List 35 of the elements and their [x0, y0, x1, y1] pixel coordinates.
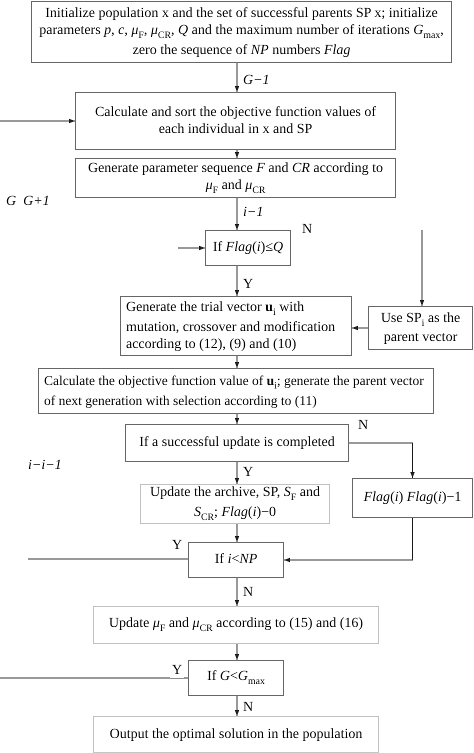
process-box: Initialize population x and the set of successful parents SP x; initialize parameters p, c, μ$_{F}$, μ$_{CR}$, Q and the maximum number of iterations G$_{max}$, zero the sequence of NP numbers Flag: [31, 1, 452, 63]
process-box: Update the archive, SP, S$_{F}$ and S$_{CR}$; Flag(i)−0: [140, 484, 330, 524]
arrow: [234, 356, 240, 368]
arrow: [0, 118, 76, 124]
process-box: If i<NP: [188, 542, 284, 578]
edge-label: Y: [170, 663, 184, 678]
process-box: If Flag(i)≤Q: [205, 230, 291, 266]
process-box: If a successful update is completed: [125, 424, 349, 462]
arrow: [178, 246, 206, 250]
process-box: If G<G$_{max}$: [188, 660, 284, 696]
arrow: [234, 414, 240, 424]
arrow: [234, 266, 240, 296]
arrow: [234, 644, 240, 660]
arrow: [234, 198, 240, 230]
arrow: [234, 578, 240, 606]
arrow: [284, 518, 413, 562]
process-box: Use SP$_{i}$ as the parent vector: [368, 306, 473, 350]
arrow: [234, 524, 240, 542]
process-box: Generate parameter sequence F and CR according to μ$_{F}$ and μ$_{CR}$: [75, 158, 396, 198]
arrow: [420, 230, 424, 306]
process-box: Flag(i) Flag(i)−1: [352, 478, 473, 518]
process-box: Generate the trial vector u$_{i}$ with mutation, crossover and modification according to (12), (9) and (10): [120, 296, 352, 356]
note-label: G G+1: [6, 194, 50, 210]
process-box: Output the optimal solution in the population: [93, 716, 379, 753]
note-label: i−i−1: [28, 458, 62, 474]
arrow: [352, 326, 368, 330]
process-box: Calculate the objective function value of u$_{i}$; generate the parent vector of next generation with selection according to (11): [38, 368, 434, 414]
note-label: N: [302, 222, 312, 238]
process-box: Calculate and sort the objective function values of each individual in x and SP: [75, 92, 396, 150]
process-box: Update μ$_{F}$ and μ$_{CR}$ according to (15) and (16): [93, 606, 379, 644]
arrow: [234, 62, 240, 92]
arrow: [234, 462, 240, 484]
arrow: [234, 696, 240, 716]
arrow: [348, 442, 415, 478]
arrow: [234, 150, 240, 158]
